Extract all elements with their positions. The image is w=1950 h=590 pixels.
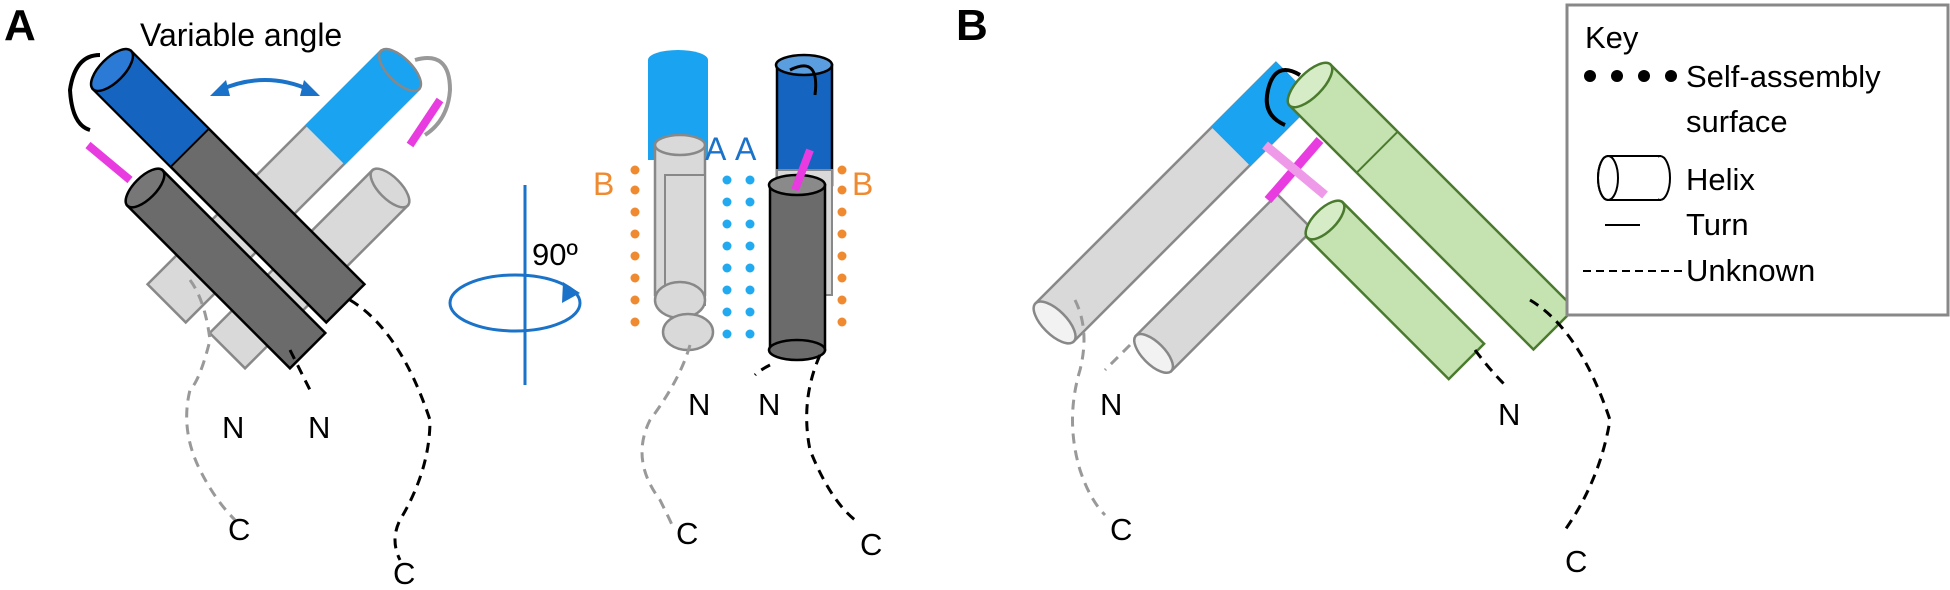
panel-b-c-label-2: C bbox=[1565, 544, 1587, 579]
variable-angle-label: Variable angle bbox=[140, 17, 342, 53]
tail-dark-b-long bbox=[1529, 298, 1612, 531]
panel-b-letter: B bbox=[956, 1, 988, 50]
linker-magenta-right bbox=[406, 97, 444, 148]
helix-green-short bbox=[1304, 199, 1486, 381]
panel-a-n-label-2: N bbox=[308, 410, 330, 445]
linker-magenta-left bbox=[85, 141, 133, 184]
panel-a-c-label-1: C bbox=[228, 512, 250, 547]
self-assembly-dots-b-left bbox=[630, 165, 640, 327]
key-dots-symbol bbox=[1584, 70, 1677, 82]
tail-dark-side-long bbox=[805, 354, 856, 522]
helix-gray-short bbox=[1133, 192, 1315, 374]
key-box: Key Self-assembly surface Helix Turn Unk… bbox=[1565, 3, 1950, 317]
helix-green-long bbox=[1286, 61, 1577, 352]
panel-a-side-c-label-2: C bbox=[860, 527, 882, 562]
turn-light bbox=[414, 56, 453, 137]
panel-a-n-label-1: N bbox=[222, 410, 244, 445]
panel-b-c-label-1: C bbox=[1110, 512, 1132, 547]
helix-dark-front-short bbox=[124, 167, 328, 371]
panel-a-side-n-label-2: N bbox=[758, 387, 780, 422]
panel-a-side-n-label-1: N bbox=[688, 387, 710, 422]
tail-dark-side bbox=[753, 363, 771, 377]
tail-dark-left-long bbox=[349, 298, 432, 561]
self-assembly-dots-a bbox=[722, 175, 755, 339]
key-helix-icon bbox=[1597, 155, 1671, 201]
key-title: Key bbox=[1585, 20, 1639, 55]
panel-a-letter: A bbox=[4, 1, 36, 50]
tail-dark-b bbox=[1473, 349, 1507, 387]
panel-b-n-label-2: N bbox=[1498, 397, 1520, 432]
linker-pink-b2 bbox=[1262, 141, 1328, 199]
surface-label-a-right: A bbox=[735, 131, 757, 167]
key-item-self-assembly: Self-assembly bbox=[1686, 59, 1881, 94]
panel-a-c-label-2: C bbox=[393, 556, 415, 590]
self-assembly-dots-b-right bbox=[837, 165, 847, 327]
side-view bbox=[648, 50, 834, 362]
key-item-unknown: Unknown bbox=[1686, 253, 1815, 288]
panel-a-side-c-label-1: C bbox=[676, 516, 698, 551]
tail-gray-b bbox=[1071, 299, 1107, 517]
turn-b bbox=[1264, 68, 1302, 127]
surface-label-a-left: A bbox=[705, 131, 727, 167]
surface-label-b-left: B bbox=[593, 166, 614, 202]
tail-dark-left bbox=[288, 349, 312, 391]
key-item-surface: surface bbox=[1686, 104, 1788, 139]
surface-label-b-right: B bbox=[852, 166, 873, 202]
variable-angle-arrow bbox=[210, 78, 320, 96]
panel-b-n-label-1: N bbox=[1100, 387, 1122, 422]
tail-light-side bbox=[640, 344, 692, 526]
rotation-90-icon bbox=[448, 185, 582, 385]
tail-gray-b2 bbox=[1103, 343, 1132, 372]
rotation-label: 90º bbox=[532, 237, 578, 272]
key-item-turn: Turn bbox=[1686, 207, 1749, 242]
key-item-helix: Helix bbox=[1686, 162, 1755, 197]
turn-dark bbox=[67, 53, 101, 132]
helix-dark-front-long bbox=[89, 47, 367, 325]
tail-light-left bbox=[185, 279, 237, 522]
